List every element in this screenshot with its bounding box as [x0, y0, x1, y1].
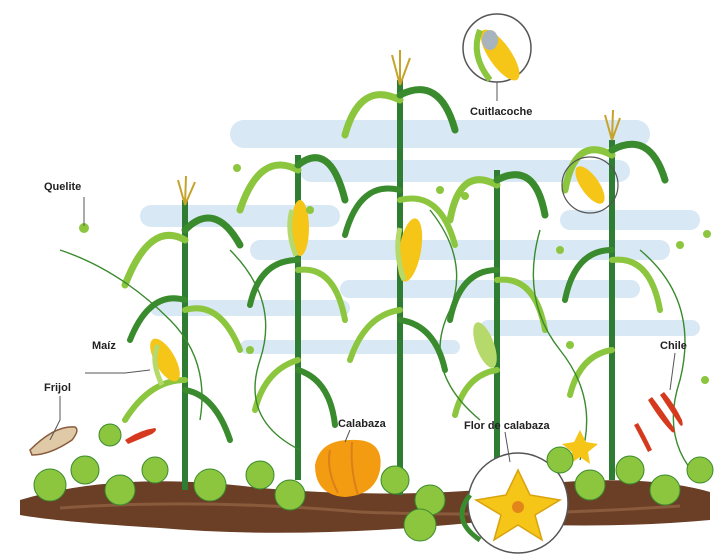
- label-maiz: Maíz: [92, 340, 116, 352]
- cuitlacoche-inset: [463, 14, 531, 86]
- calabaza-squash: [315, 440, 381, 497]
- label-cuitlacoche: Cuitlacoche: [470, 106, 532, 118]
- frijol-pod: [30, 427, 77, 455]
- label-chile: Chile: [660, 340, 687, 352]
- corn-plant-2: [240, 155, 345, 480]
- label-calabaza: Calabaza: [338, 418, 386, 430]
- label-frijol: Frijol: [44, 382, 71, 394]
- label-flor-de-calabaza: Flor de calabaza: [464, 420, 550, 432]
- label-quelite: Quelite: [44, 181, 81, 193]
- corn-plant-1: [125, 176, 240, 490]
